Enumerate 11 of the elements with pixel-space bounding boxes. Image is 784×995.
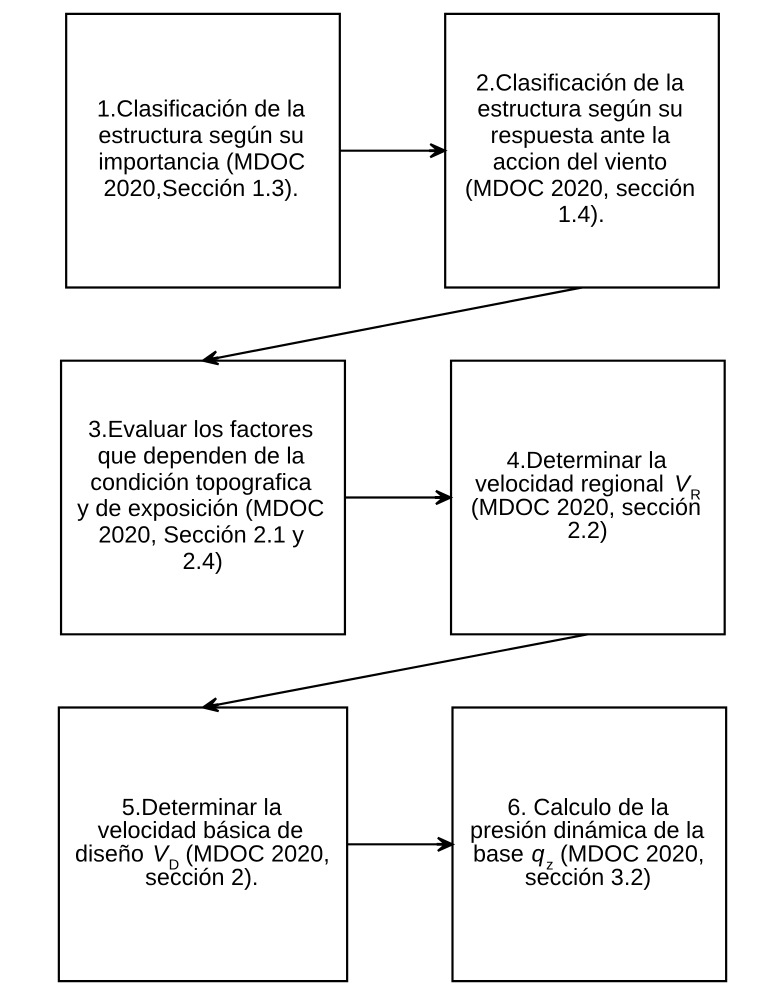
node-box: 1.Clasificación de la estructura según su importancia (MDOC 2020,Sección 1.3). (64, 12, 340, 289)
arrow (344, 490, 452, 506)
node-box: 5.Determinar la velocidad básica de diseño V$_{D}$ (MDOC 2020, sección 2). (57, 706, 348, 982)
node-box: 4.Determinar la velocidad regional V$_{R}$ (MDOC 2020, sección 2.2) (449, 360, 726, 636)
arrow (340, 143, 446, 158)
arrow (201, 286, 582, 366)
arrow (201, 633, 588, 712)
node-box: 3.Evaluar los factores que dependen de la condición topografica y de exposición (MDOC 2020, Sección 2.1 y 2.4) (59, 360, 346, 636)
node-box: 6. Calculo de la presión dinámica de la base q$_{z}$ (MDOC 2020, sección 3.2) (450, 706, 727, 982)
node-box: 2.Clasificación de la estructura según su respuesta ante la accion del viento (MDOC 2020, sección 1.4). (444, 12, 720, 289)
arrow (347, 836, 454, 852)
